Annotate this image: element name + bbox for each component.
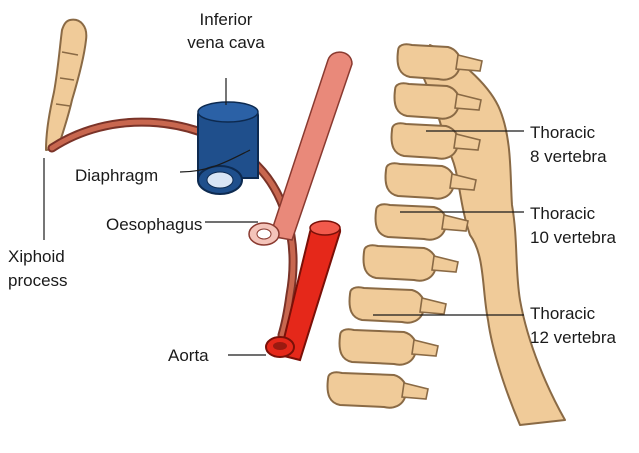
- vertebral-body: [398, 44, 461, 79]
- vertebral-body: [350, 287, 425, 322]
- vertebral-process: [420, 298, 446, 314]
- vertebral-body: [364, 245, 437, 280]
- vertebral-body: [386, 163, 455, 198]
- inferior-vena-cava: [198, 102, 258, 194]
- label-ivc-line1: Inferior: [200, 10, 253, 29]
- vertebral-process: [402, 383, 428, 399]
- oesophagus: [249, 52, 352, 245]
- vertebral-process: [456, 55, 482, 71]
- vertebral-body: [340, 329, 417, 364]
- label-diaphragm: Diaphragm: [75, 166, 158, 185]
- label-xiphoid-line1: Xiphoid: [8, 247, 65, 266]
- label-t12-line2: 12 vertebra: [530, 328, 617, 347]
- aorta: [266, 221, 340, 360]
- label-oesophagus: Oesophagus: [106, 215, 202, 234]
- label-aorta: Aorta: [168, 346, 209, 365]
- vertebral-process: [432, 256, 458, 272]
- vertebral-body: [376, 204, 447, 239]
- label-xiphoid-line2: process: [8, 271, 68, 290]
- label-t8-line2: 8 vertebra: [530, 147, 607, 166]
- label-t10-line1: Thoracic: [530, 204, 596, 223]
- label-t8-line1: Thoracic: [530, 123, 596, 142]
- label-ivc-line2: vena cava: [187, 33, 265, 52]
- vertebral-process: [412, 340, 438, 356]
- vertebral-body: [395, 83, 460, 118]
- vertebral-body: [392, 123, 459, 158]
- label-t10-line2: 10 vertebra: [530, 228, 617, 247]
- label-t12-line1: Thoracic: [530, 304, 596, 323]
- vertebral-bodies: [328, 44, 483, 407]
- vertebral-body: [328, 372, 407, 407]
